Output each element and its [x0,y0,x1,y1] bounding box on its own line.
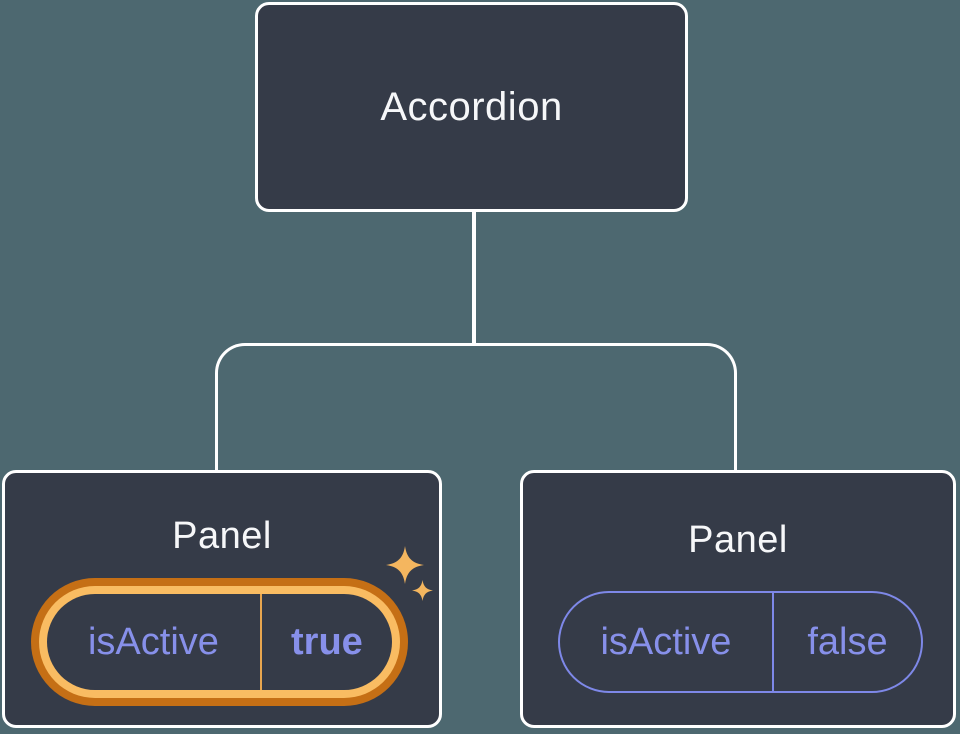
state-pill-active-core: isActive true [47,594,392,690]
connector-branch-line [215,343,737,470]
sparkles-icon [386,546,433,601]
panel-node-inactive: Panel isActive false [520,470,956,728]
panel-title: Panel [172,515,272,557]
accordion-node: Accordion [255,2,688,212]
connector-stem-line [472,210,476,346]
state-pill-active: isActive true [31,578,408,706]
panel-node-active: Panel isActive true [2,470,442,728]
state-pill-inactive: isActive false [558,591,923,693]
state-pill-active-inner-ring: isActive true [39,586,400,698]
pill-divider [771,593,774,691]
accordion-label: Accordion [380,84,563,129]
pill-divider [259,594,262,690]
state-prop-value: true [291,620,363,663]
state-prop-value: false [807,620,888,663]
state-prop-name: isActive [87,620,219,663]
panel-title: Panel [688,519,788,561]
state-prop-name: isActive [600,620,732,663]
